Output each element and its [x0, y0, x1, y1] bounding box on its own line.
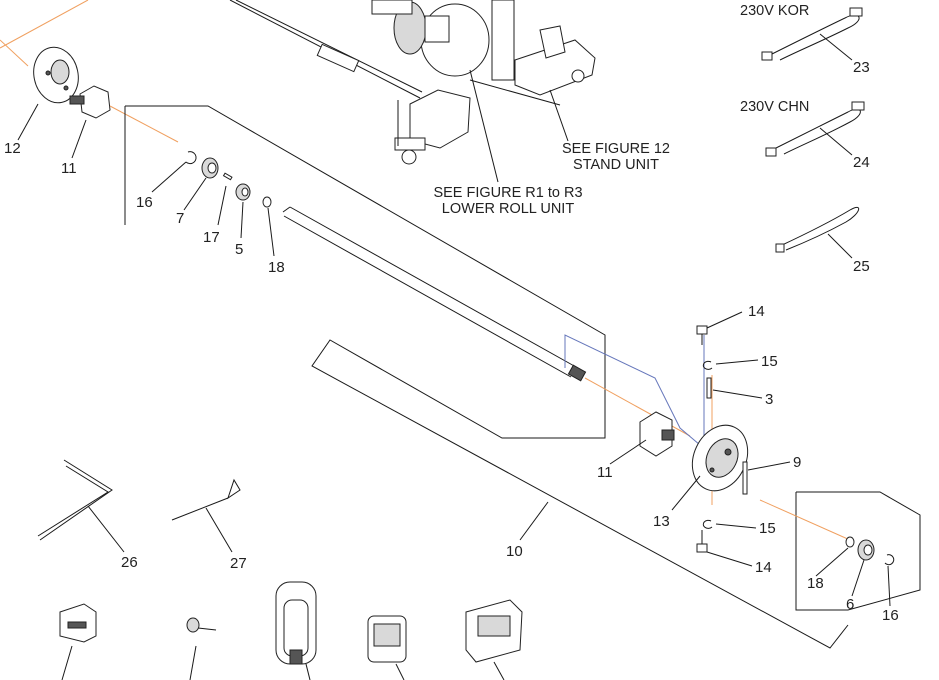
side-plate-13-drawing	[691, 424, 749, 492]
callout-13: 13	[653, 513, 670, 530]
callout-12: 12	[4, 140, 21, 157]
e-ring-15-top-drawing	[702, 360, 713, 370]
pin-17-drawing	[222, 172, 233, 181]
washer-18-left-drawing	[262, 196, 272, 208]
callout-26: 26	[121, 554, 138, 571]
bolt-part-drawing	[186, 617, 217, 633]
holder-part-drawing	[465, 599, 523, 663]
callout-15-bottom: 15	[759, 520, 776, 537]
callout-24: 24	[853, 154, 870, 171]
callout-14-top: 14	[748, 303, 765, 320]
end-plate-12-drawing	[0, 0, 89, 104]
hanger-part-drawing	[275, 581, 317, 665]
callout-18-right: 18	[807, 575, 824, 592]
bushing-5-drawing	[235, 183, 251, 201]
callout-5: 5	[235, 241, 243, 258]
leader-lines	[17, 33, 891, 680]
callout-11-top: 11	[61, 160, 77, 177]
tool-27-drawing	[171, 478, 241, 521]
lower-roll-ref-line1: SEE FIGURE R1 to R3	[433, 185, 582, 201]
power-cable-23-drawing	[761, 7, 863, 61]
callout-18-left: 18	[268, 259, 285, 276]
roller-shaft-drawing	[282, 206, 691, 437]
callout-14-bottom: 14	[755, 559, 772, 576]
callout-7: 7	[176, 210, 184, 227]
callout-16-right: 16	[882, 607, 899, 624]
rod-9-drawing	[742, 461, 748, 495]
plug-part-drawing	[59, 603, 97, 643]
power-cable-24-drawing	[765, 101, 865, 157]
bracket-11-right-drawing	[639, 411, 675, 457]
gear-7-drawing	[201, 157, 219, 179]
assembly-10-outline	[124, 105, 849, 649]
screw-14-bottom-drawing	[696, 530, 708, 553]
callout-17: 17	[203, 229, 220, 246]
guide-lines	[564, 334, 713, 505]
hex-wrench-26-drawing	[37, 459, 113, 541]
cable-chn-label: 230V CHN	[740, 99, 809, 115]
e-ring-16-right-drawing	[884, 554, 895, 566]
e-ring-15-bottom-drawing	[702, 519, 713, 529]
callout-15-top: 15	[761, 353, 778, 370]
callout-9: 9	[793, 454, 801, 471]
callout-25: 25	[853, 258, 870, 275]
bracket-11-top-drawing	[69, 85, 179, 143]
callout-16-left: 16	[136, 194, 153, 211]
callout-27: 27	[230, 555, 247, 572]
callout-6: 6	[846, 596, 854, 613]
power-cable-25-drawing	[775, 206, 860, 253]
callout-10: 10	[506, 543, 523, 560]
callout-11-right: 11	[597, 464, 613, 481]
lower-roll-ref-line2: LOWER ROLL UNIT	[442, 201, 575, 217]
e-ring-16-left-drawing	[185, 151, 197, 165]
callout-23: 23	[853, 59, 870, 76]
stand-unit-drawing	[229, 0, 596, 165]
clip-part-drawing	[367, 615, 407, 663]
stand-unit-ref-line2: STAND UNIT	[573, 157, 659, 173]
stand-unit-ref-line1: SEE FIGURE 12	[562, 141, 670, 157]
screw-14-top-drawing	[696, 325, 708, 345]
sub-box-outline	[795, 491, 921, 611]
callout-3: 3	[765, 391, 773, 408]
pin-3-drawing	[706, 377, 712, 399]
cable-kor-label: 230V KOR	[740, 3, 809, 19]
gear-6-drawing	[857, 539, 875, 561]
washer-18-right-drawing	[845, 536, 855, 548]
